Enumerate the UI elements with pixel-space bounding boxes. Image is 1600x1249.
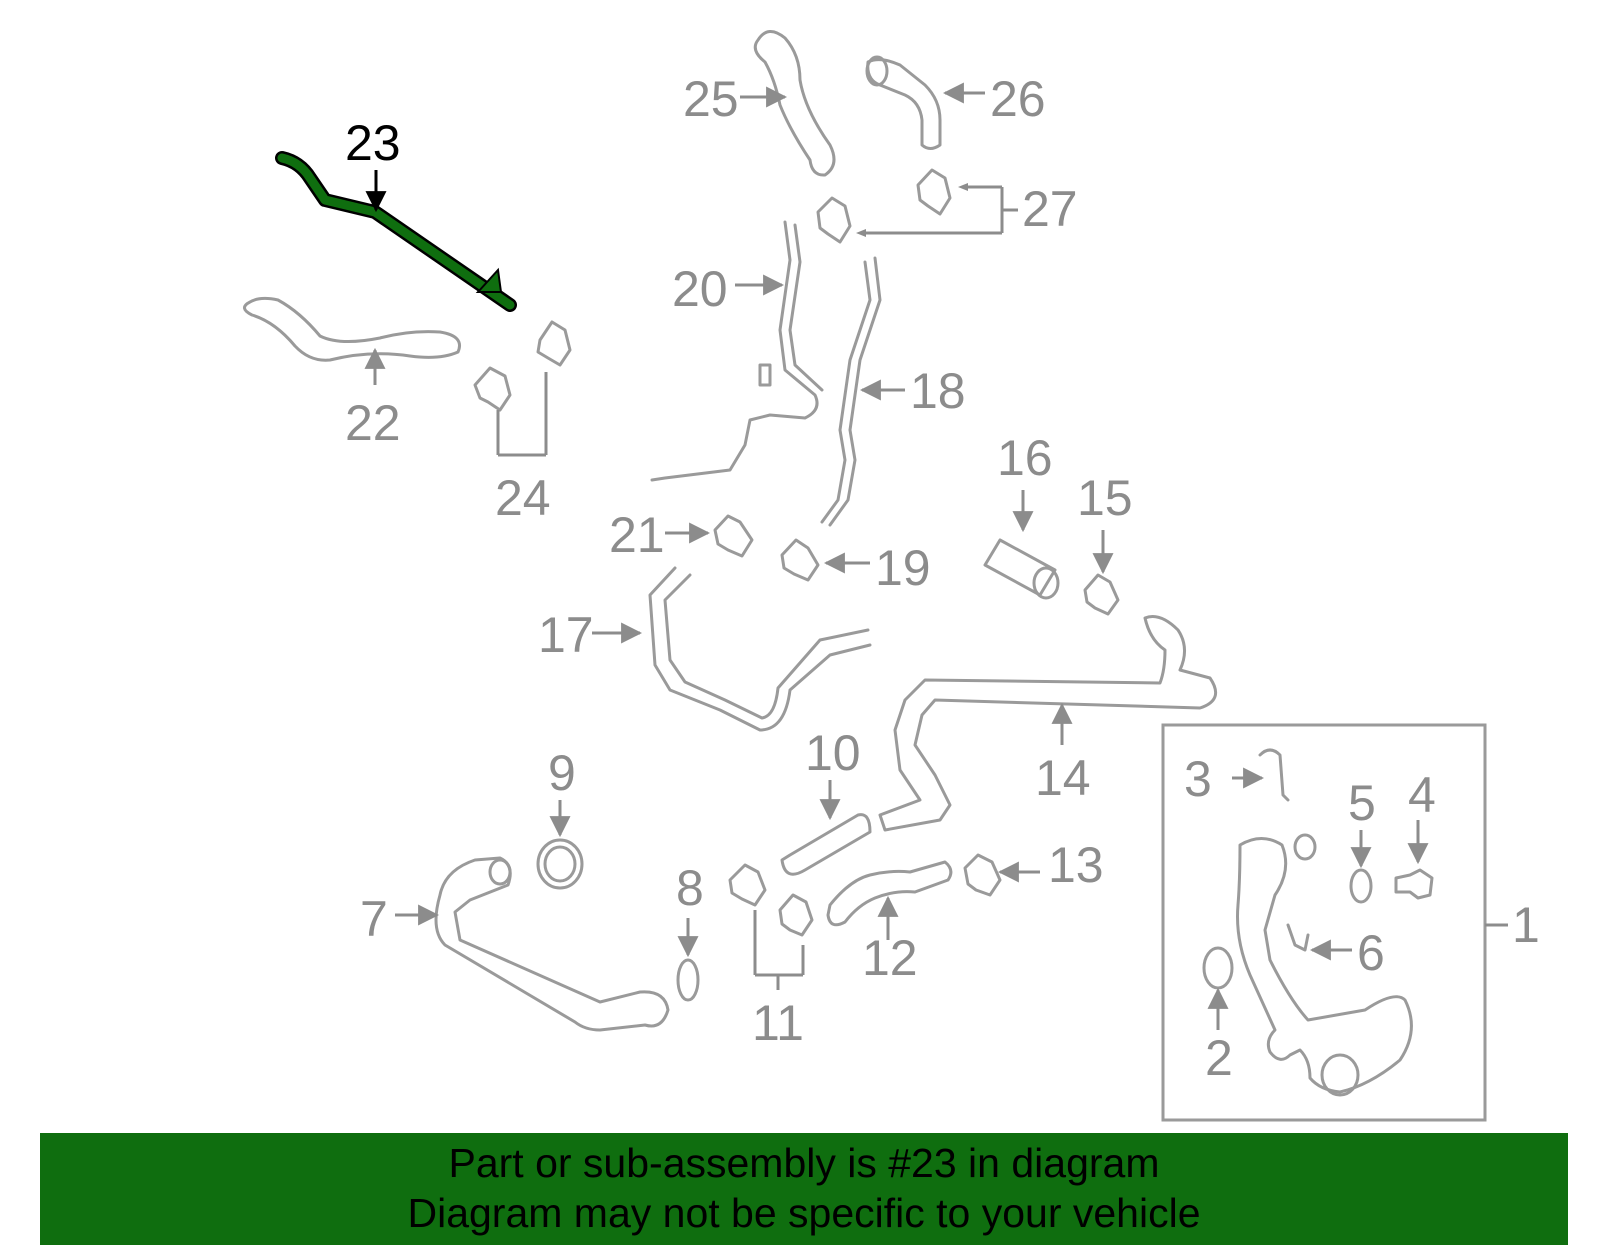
part-24-clamp-b[interactable] — [536, 320, 572, 367]
part-21-clamp[interactable] — [713, 514, 754, 558]
part-17-pipe[interactable] — [648, 566, 872, 732]
part-18-pipe-inner — [820, 260, 872, 524]
part-12-hose[interactable] — [826, 860, 953, 927]
part-20-pipe-inner — [788, 223, 824, 392]
part-3-clip[interactable] — [1258, 748, 1290, 802]
part-24-clamp-a[interactable] — [473, 366, 512, 412]
callout-17[interactable]: 17 — [538, 607, 594, 663]
callout-14[interactable]: 14 — [1035, 750, 1091, 806]
banner-line-1: Part or sub-assembly is #23 in diagram — [448, 1140, 1160, 1186]
callout-4[interactable]: 4 — [1408, 767, 1436, 823]
callout-21[interactable]: 21 — [609, 507, 665, 563]
part-22-hose[interactable] — [243, 296, 461, 362]
callout-24[interactable]: 24 — [495, 470, 551, 526]
part-1-hose[interactable] — [1236, 837, 1413, 1094]
callout-7[interactable]: 7 — [360, 891, 388, 947]
callout-19[interactable]: 19 — [875, 540, 931, 596]
part-23-coolant-pipe[interactable] — [275, 151, 517, 312]
callout-15[interactable]: 15 — [1077, 470, 1133, 526]
callout-11[interactable]: 11 — [752, 995, 804, 1051]
part-27-clamp-b[interactable] — [816, 196, 852, 244]
part-16-filter-end — [1032, 566, 1060, 600]
callout-26[interactable]: 26 — [990, 71, 1046, 127]
part-8-o-ring[interactable] — [676, 958, 700, 1002]
callout-2[interactable]: 2 — [1205, 1030, 1233, 1086]
part-6-clip[interactable] — [1286, 923, 1310, 952]
part-15-clamp[interactable] — [1083, 573, 1120, 616]
callout-12[interactable]: 12 — [862, 930, 918, 986]
banner-line-2: Diagram may not be specific to your vehi… — [407, 1190, 1201, 1236]
info-banner: Part or sub-assembly is #23 in diagram D… — [40, 1133, 1568, 1245]
part-20-pipe[interactable] — [650, 220, 819, 482]
part-13-clamp[interactable] — [963, 853, 1002, 897]
callout-3[interactable]: 3 — [1184, 751, 1212, 807]
callout-23[interactable]: 23 — [345, 115, 401, 171]
callout-22[interactable]: 22 — [345, 395, 401, 451]
part-27-clamp-a[interactable] — [916, 168, 952, 216]
part-5-o-ring[interactable] — [1349, 868, 1373, 904]
part-11-clamp-b[interactable] — [778, 893, 814, 937]
part-20-bracket — [758, 363, 772, 387]
callout-5[interactable]: 5 — [1348, 775, 1376, 831]
part-14-pipe[interactable] — [878, 615, 1218, 832]
part-2-o-ring[interactable] — [1202, 946, 1234, 990]
part-9-o-ring-inner — [543, 845, 577, 883]
part-18-pipe[interactable] — [828, 256, 882, 527]
part-1-hose-end — [1293, 833, 1317, 861]
part-9-o-ring[interactable] — [536, 838, 584, 890]
part-26-elbow[interactable] — [866, 58, 942, 150]
part-1-hose-end-b — [1320, 1053, 1360, 1097]
parts-diagram: 23 22 24 25 26 27 20 18 21 19 17 16 — [243, 30, 1540, 1122]
leader-11 — [753, 910, 805, 990]
part-4-fitting[interactable] — [1394, 868, 1434, 900]
callout-1[interactable]: 1 — [1512, 897, 1540, 953]
callout-10[interactable]: 10 — [805, 725, 861, 781]
part-26-elbow-end — [865, 55, 889, 87]
callout-9[interactable]: 9 — [548, 745, 576, 801]
callout-13[interactable]: 13 — [1048, 837, 1104, 893]
callout-25[interactable]: 25 — [683, 71, 739, 127]
callout-6[interactable]: 6 — [1357, 925, 1385, 981]
callout-20[interactable]: 20 — [672, 261, 728, 317]
leader-24 — [496, 372, 548, 457]
part-11-clamp-a[interactable] — [728, 863, 767, 907]
part-7-pipe-end — [488, 858, 512, 886]
callout-16[interactable]: 16 — [997, 430, 1053, 486]
leader-27 — [860, 185, 1018, 235]
part-17-pipe-inner — [663, 573, 870, 720]
inset-box — [1161, 723, 1487, 1122]
part-19-clamp[interactable] — [780, 538, 820, 582]
part-7-pipe[interactable] — [434, 856, 670, 1032]
part-10-hose[interactable] — [780, 813, 872, 876]
part-25-hose[interactable] — [753, 30, 836, 177]
callout-18[interactable]: 18 — [910, 363, 966, 419]
callout-8[interactable]: 8 — [676, 860, 704, 916]
callout-27[interactable]: 27 — [1022, 181, 1078, 237]
